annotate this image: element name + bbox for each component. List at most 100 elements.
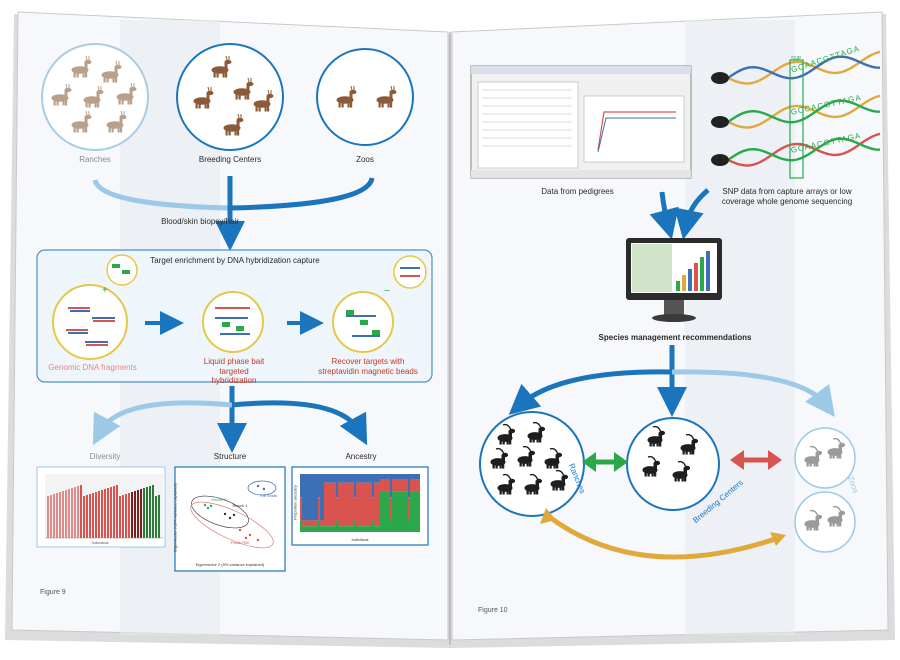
ancestry-bar [310,520,312,527]
ancestry-bar [302,520,304,527]
ranches-circle [41,43,149,151]
ancestry-bar [358,482,360,527]
ancestry-bar [388,479,390,492]
ancestry-bar [376,474,378,483]
page-shade-right [685,20,795,635]
ancestry-bar [416,474,418,480]
breeding-circle-right [626,417,720,511]
ancestry-bar [350,482,352,527]
figure-9-label: Figure 9 [40,589,66,596]
ancestry-bar [302,474,304,521]
ancestry-bar [368,526,370,532]
ancestry-bar [414,474,416,480]
hybridization-circle [202,291,264,353]
ancestry-bar [380,474,382,480]
ancestry-bar [314,520,316,527]
diversity-bar [77,486,79,538]
ancestry-bar [320,474,322,521]
bait-circle: + [102,254,138,296]
ancestry-bar [344,474,346,483]
ancestry-bar [384,491,386,532]
svg-text:+: + [102,285,108,296]
ancestry-bar [338,474,340,483]
ancestry-bar [414,491,416,532]
ancestry-bar [308,520,310,527]
ancestry-bar [376,526,378,532]
ancestry-bar [394,491,396,532]
ancestry-bar [316,520,318,527]
ancestry-bar [306,526,308,532]
ancestry-xaxis: Individual [351,537,369,542]
ancestry-bar [388,474,390,480]
diversity-bar [128,493,130,538]
ancestry-bar [332,474,334,483]
diversity-bar [113,486,115,538]
ancestry-bar [374,526,376,532]
ancestry-bar [394,479,396,492]
ancestry-bar [352,526,354,532]
diversity-bar [71,488,73,538]
ancestry-bar [370,526,372,532]
pedigree-software-window [470,65,692,179]
ancestry-bar [386,491,388,532]
ancestry-bar [406,479,408,492]
ancestry-bar [318,497,320,521]
diversity-bar [155,496,157,538]
ancestry-bar [366,526,368,532]
diversity-bar [152,485,154,538]
ancestry-bar [336,497,338,521]
ancestry-bar [314,474,316,521]
diversity-bar [104,489,106,538]
ancestry-bar [398,479,400,492]
ancestry-bar [362,474,364,483]
computer-monitor [626,238,722,322]
snp-highlight [789,59,804,179]
ancestry-bar [334,482,336,527]
figure-10-label: Figure 10 [478,607,508,614]
ancestry-bar [346,482,348,527]
ancestry-bar [378,482,380,527]
ancestry-bar [400,479,402,492]
breeding-centers-label: Breeding Centers [198,155,262,164]
ancestry-bar [408,497,410,521]
ancestry-bar [304,474,306,521]
step-fragments-label: Genomic DNA fragments [48,363,137,372]
ancestry-bar [372,497,374,521]
ancestry-bar [360,526,362,532]
dna-fragments-circle [52,284,128,360]
ancestry-bar [326,474,328,483]
ancestry-bar [316,526,318,532]
ancestry-bar [322,526,324,532]
ancestry-bar [390,497,392,521]
diversity-bar [74,487,76,538]
ancestry-bar [354,497,356,521]
diversity-xaxis: Individual [91,540,109,545]
ancestry-bar [368,482,370,527]
ancestry-bar [396,479,398,492]
ancestry-bar [308,526,310,532]
ancestry-bar [318,520,320,532]
ancestry-bar [394,474,396,480]
ancestry-bar [402,474,404,480]
ancestry-bar [380,479,382,492]
ancestry-bar [372,520,374,532]
ancestry-bar [314,526,316,532]
diversity-bar [65,490,67,538]
ancestry-bar [330,482,332,527]
diversity-bar [134,491,136,538]
ancestry-bar [392,479,394,492]
ancestry-bar [322,474,324,521]
ancestry-bar [362,526,364,532]
diversity-bar [59,492,61,538]
svg-text:−: − [384,286,390,297]
structure-chart [174,466,286,572]
diversity-bar [83,496,85,538]
ancestry-bar [396,491,398,532]
diversity-bar [122,495,124,538]
ancestry-bar [390,474,392,498]
ancestry-bar [360,482,362,527]
ancestry-bar [356,526,358,532]
zoos-label: Zoos [356,155,374,164]
ancestry-bar [342,526,344,532]
